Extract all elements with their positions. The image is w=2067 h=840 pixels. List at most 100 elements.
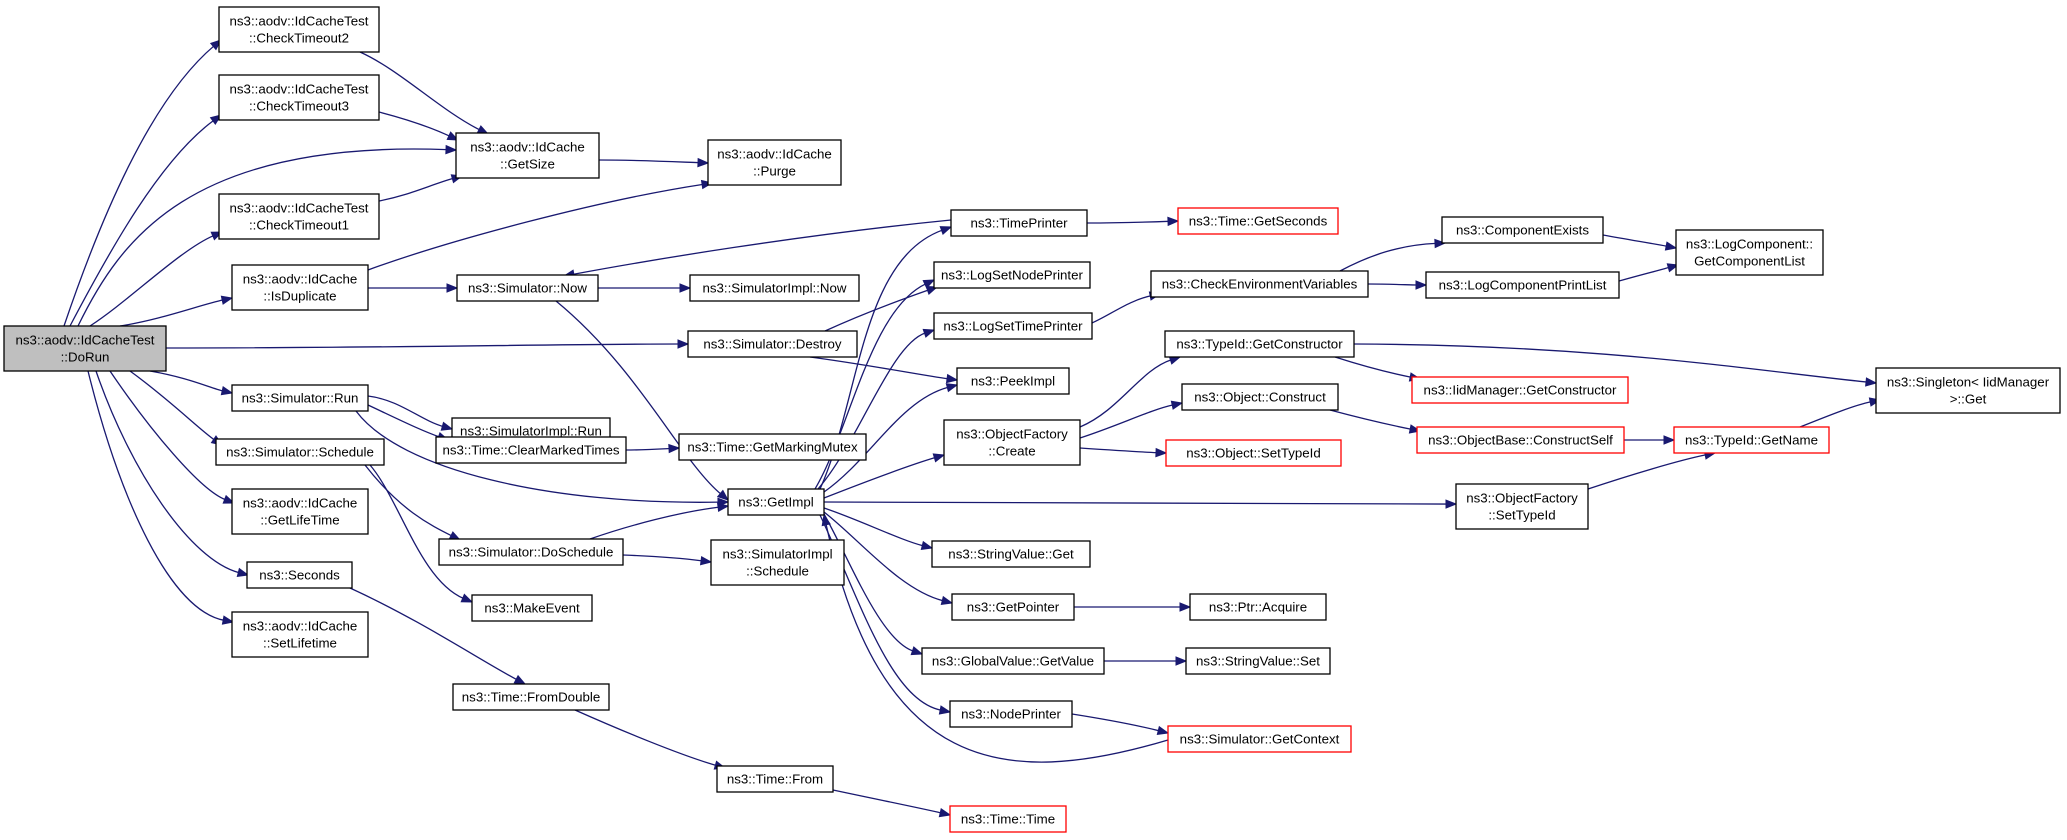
function-node-n21[interactable]: ns3::Time::FromDouble bbox=[452, 683, 610, 711]
edge-line bbox=[823, 513, 914, 652]
node-label-line: ns3::Simulator::Schedule bbox=[226, 445, 374, 460]
function-node-n39[interactable]: ns3::TypeId::GetConstructor bbox=[1164, 330, 1355, 358]
edge-arrowhead bbox=[1415, 280, 1428, 290]
edge-arrowhead bbox=[1434, 238, 1447, 249]
function-node-n17[interactable]: ns3::Time::GetMarkingMutex bbox=[678, 433, 867, 461]
node-label-line: >::Get bbox=[1950, 392, 1987, 407]
function-node-n24[interactable]: ns3::GetImpl bbox=[727, 488, 825, 516]
node-label-line: ns3::Time::GetSeconds bbox=[1189, 214, 1328, 229]
function-node-n9[interactable]: ns3::aodv::IdCache::GetLifeTime bbox=[231, 488, 369, 535]
edge-line bbox=[165, 343, 680, 349]
node-label-line: ::CheckTimeout2 bbox=[249, 31, 349, 46]
function-node-n1[interactable]: ns3::aodv::IdCacheTest::CheckTimeout2 bbox=[218, 6, 380, 53]
function-node-n49[interactable]: ns3::Simulator::GetContext bbox=[1167, 725, 1352, 753]
function-node-n6[interactable]: ns3::aodv::IdCache::Purge bbox=[707, 139, 842, 186]
node-label-line: ns3::Simulator::GetContext bbox=[1180, 732, 1340, 747]
function-node-n2[interactable]: ns3::aodv::IdCacheTest::CheckTimeout3 bbox=[218, 74, 380, 121]
function-node-n18[interactable]: ns3::Simulator::DoSchedule bbox=[438, 538, 624, 566]
node-label-line: ns3::ObjectFactory bbox=[956, 427, 1068, 442]
function-node-n13[interactable]: ns3::SimulatorImpl::Now bbox=[689, 274, 860, 302]
edge-arrowhead bbox=[221, 615, 235, 625]
function-node-n46[interactable]: ns3::ObjectFactory::SetTypeId bbox=[1455, 483, 1589, 530]
function-node-n22[interactable]: ns3::Time::From bbox=[716, 765, 834, 793]
function-node-n42[interactable]: ns3::ObjectBase::ConstructSelf bbox=[1416, 426, 1625, 454]
edge-line bbox=[814, 283, 927, 490]
edge-line bbox=[1071, 713, 1160, 732]
function-node-n28[interactable]: ns3::LogSetTimePrinter bbox=[933, 312, 1093, 340]
edge-line bbox=[825, 523, 1169, 763]
node-label-line: ns3::PeekImpl bbox=[971, 374, 1055, 389]
edge-line bbox=[109, 370, 226, 501]
edge-line bbox=[572, 219, 952, 275]
function-node-n7[interactable]: ns3::Simulator::Run bbox=[231, 384, 369, 412]
function-node-n8[interactable]: ns3::Simulator::Schedule bbox=[215, 438, 385, 466]
function-node-n31[interactable]: ns3::StringValue::Get bbox=[931, 540, 1091, 568]
edge-line bbox=[89, 234, 214, 327]
node-label-line: ns3::LogSetTimePrinter bbox=[943, 319, 1083, 334]
function-node-n35[interactable]: ns3::CheckEnvironmentVariables bbox=[1150, 270, 1369, 298]
node-box bbox=[218, 74, 380, 121]
node-label-line: ns3::Singleton< IidManager bbox=[1887, 375, 2050, 390]
function-node-n38[interactable]: ns3::LogComponent::GetComponentList bbox=[1675, 229, 1824, 276]
call-edge-n8-to-n20 bbox=[369, 464, 474, 603]
function-node-n27[interactable]: ns3::LogSetNodePrinter bbox=[933, 261, 1091, 289]
function-node-n40[interactable]: ns3::IidManager::GetConstructor bbox=[1411, 376, 1629, 404]
call-edge-n12-to-n13 bbox=[598, 283, 692, 293]
node-label-line: ns3::aodv::IdCacheTest bbox=[230, 14, 369, 29]
function-node-n33[interactable]: ns3::GlobalValue::GetValue bbox=[921, 647, 1105, 675]
call-edge-n18-to-n19 bbox=[622, 554, 713, 566]
function-node-n34[interactable]: ns3::NodePrinter bbox=[949, 700, 1073, 728]
function-node-n44[interactable]: ns3::TypeId::GetName bbox=[1673, 426, 1830, 454]
node-label-line: ns3::ObjectBase::ConstructSelf bbox=[1428, 433, 1613, 448]
function-node-n32[interactable]: ns3::GetPointer bbox=[951, 593, 1075, 621]
node-label-line: ns3::TimePrinter bbox=[970, 216, 1068, 231]
function-node-n16[interactable]: ns3::Time::ClearMarkedTimes bbox=[435, 436, 627, 464]
edge-line bbox=[823, 386, 949, 493]
function-node-n10[interactable]: ns3::Seconds bbox=[246, 561, 353, 589]
node-box bbox=[452, 683, 610, 711]
function-node-n25[interactable]: ns3::TimePrinter bbox=[950, 209, 1088, 237]
function-node-n26[interactable]: ns3::Time::GetSeconds bbox=[1177, 207, 1339, 235]
function-node-n45[interactable]: ns3::Singleton< IidManager >::Get bbox=[1875, 367, 2061, 414]
edge-line bbox=[832, 789, 942, 814]
function-node-n3[interactable]: ns3::aodv::IdCacheTest::CheckTimeout1 bbox=[218, 193, 380, 240]
edge-arrowhead bbox=[220, 386, 234, 396]
node-label-line: ::Schedule bbox=[746, 564, 809, 579]
function-node-n47[interactable]: ns3::Ptr::Acquire bbox=[1189, 593, 1327, 621]
node-label-line: ns3::LogComponent:: bbox=[1686, 237, 1813, 252]
function-node-n20[interactable]: ns3::MakeEvent bbox=[471, 594, 593, 622]
function-node-n4[interactable]: ns3::aodv::IdCache::IsDuplicate bbox=[231, 264, 369, 311]
edge-line bbox=[555, 300, 722, 495]
function-node-n36[interactable]: ns3::ComponentExists bbox=[1441, 216, 1604, 244]
function-node-n41[interactable]: ns3::Object::Construct bbox=[1181, 383, 1339, 411]
node-label-line: GetComponentList bbox=[1694, 254, 1805, 269]
node-label-line: ns3::GlobalValue::GetValue bbox=[932, 654, 1094, 669]
node-box bbox=[1455, 483, 1589, 530]
function-node-n0[interactable]: ns3::aodv::IdCacheTest::DoRun bbox=[3, 325, 167, 372]
node-box bbox=[246, 561, 353, 589]
edge-arrowhead bbox=[1666, 263, 1680, 273]
call-edge-n24-to-n29 bbox=[823, 383, 959, 493]
function-node-n43[interactable]: ns3::Object::SetTypeId bbox=[1165, 439, 1342, 467]
node-label-line: ns3::aodv::IdCache bbox=[243, 496, 358, 511]
function-node-n14[interactable]: ns3::Simulator::Destroy bbox=[687, 330, 858, 358]
function-node-n37[interactable]: ns3::LogComponentPrintList bbox=[1425, 271, 1620, 299]
function-node-n48[interactable]: ns3::StringValue::Set bbox=[1185, 647, 1331, 675]
edge-arrowhead bbox=[679, 283, 692, 293]
node-box bbox=[438, 538, 624, 566]
function-node-n29[interactable]: ns3::PeekImpl bbox=[956, 367, 1070, 395]
edge-line bbox=[378, 177, 454, 202]
function-node-n23[interactable]: ns3::Time::Time bbox=[949, 805, 1067, 833]
function-node-n5[interactable]: ns3::aodv::IdCache::GetSize bbox=[455, 132, 600, 179]
function-node-n11[interactable]: ns3::aodv::IdCache::SetLifetime bbox=[231, 611, 369, 658]
edge-arrowhead bbox=[1663, 435, 1676, 445]
function-node-n30[interactable]: ns3::ObjectFactory::Create bbox=[943, 419, 1081, 466]
edge-line bbox=[598, 159, 700, 164]
node-box bbox=[687, 330, 858, 358]
edge-line bbox=[625, 447, 671, 451]
call-edge-n36-to-n38 bbox=[1602, 234, 1678, 251]
function-node-n19[interactable]: ns3::SimulatorImpl::Schedule bbox=[710, 539, 845, 586]
function-node-n12[interactable]: ns3::Simulator::Now bbox=[456, 274, 599, 302]
edge-arrowhead bbox=[938, 705, 952, 715]
call-edge-n0-to-n1 bbox=[63, 39, 223, 327]
